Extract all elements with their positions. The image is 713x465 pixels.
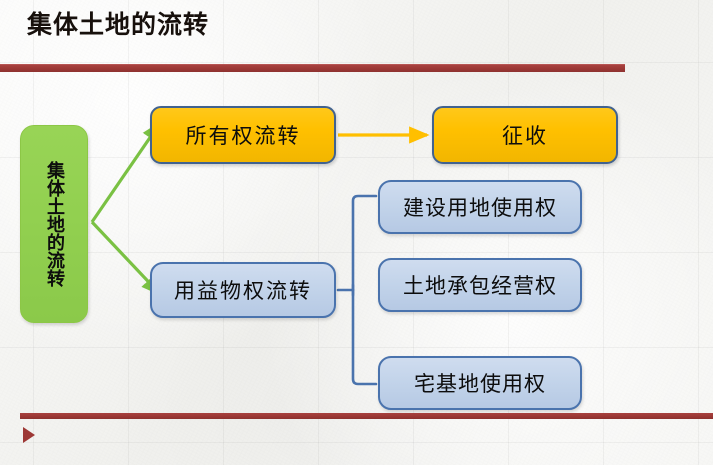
diagram-node-expropriation-label: 征收 bbox=[502, 124, 548, 148]
diagram-node-ownership[interactable]: 所有权流转 bbox=[150, 106, 336, 164]
play-triangle-icon[interactable] bbox=[23, 427, 35, 443]
diagram-node-usufruct[interactable]: 用益物权流转 bbox=[150, 262, 336, 318]
diagram-node-land-contract-management-right-label: 土地承包经营权 bbox=[403, 274, 557, 298]
diagram-node-homestead-use-right[interactable]: 宅基地使用权 bbox=[378, 356, 582, 410]
diagram-node-root[interactable]: 集体土地的流转 bbox=[20, 125, 88, 323]
page-title: 集体土地的流转 bbox=[27, 10, 210, 39]
diagram-node-homestead-use-right-label: 宅基地使用权 bbox=[414, 372, 546, 396]
diagram-node-expropriation[interactable]: 征收 bbox=[432, 106, 618, 164]
diagram-node-usufruct-label: 用益物权流转 bbox=[174, 279, 312, 303]
diagram-node-root-label: 集体土地的流转 bbox=[44, 161, 65, 287]
diagram-node-construction-land-use-right-label: 建设用地使用权 bbox=[403, 196, 557, 220]
footer-divider-rule bbox=[20, 413, 713, 419]
diagram-node-construction-land-use-right[interactable]: 建设用地使用权 bbox=[378, 180, 582, 234]
diagram-node-ownership-label: 所有权流转 bbox=[185, 124, 301, 148]
diagram-node-land-contract-management-right[interactable]: 土地承包经营权 bbox=[378, 258, 582, 312]
title-divider-rule bbox=[0, 64, 625, 72]
